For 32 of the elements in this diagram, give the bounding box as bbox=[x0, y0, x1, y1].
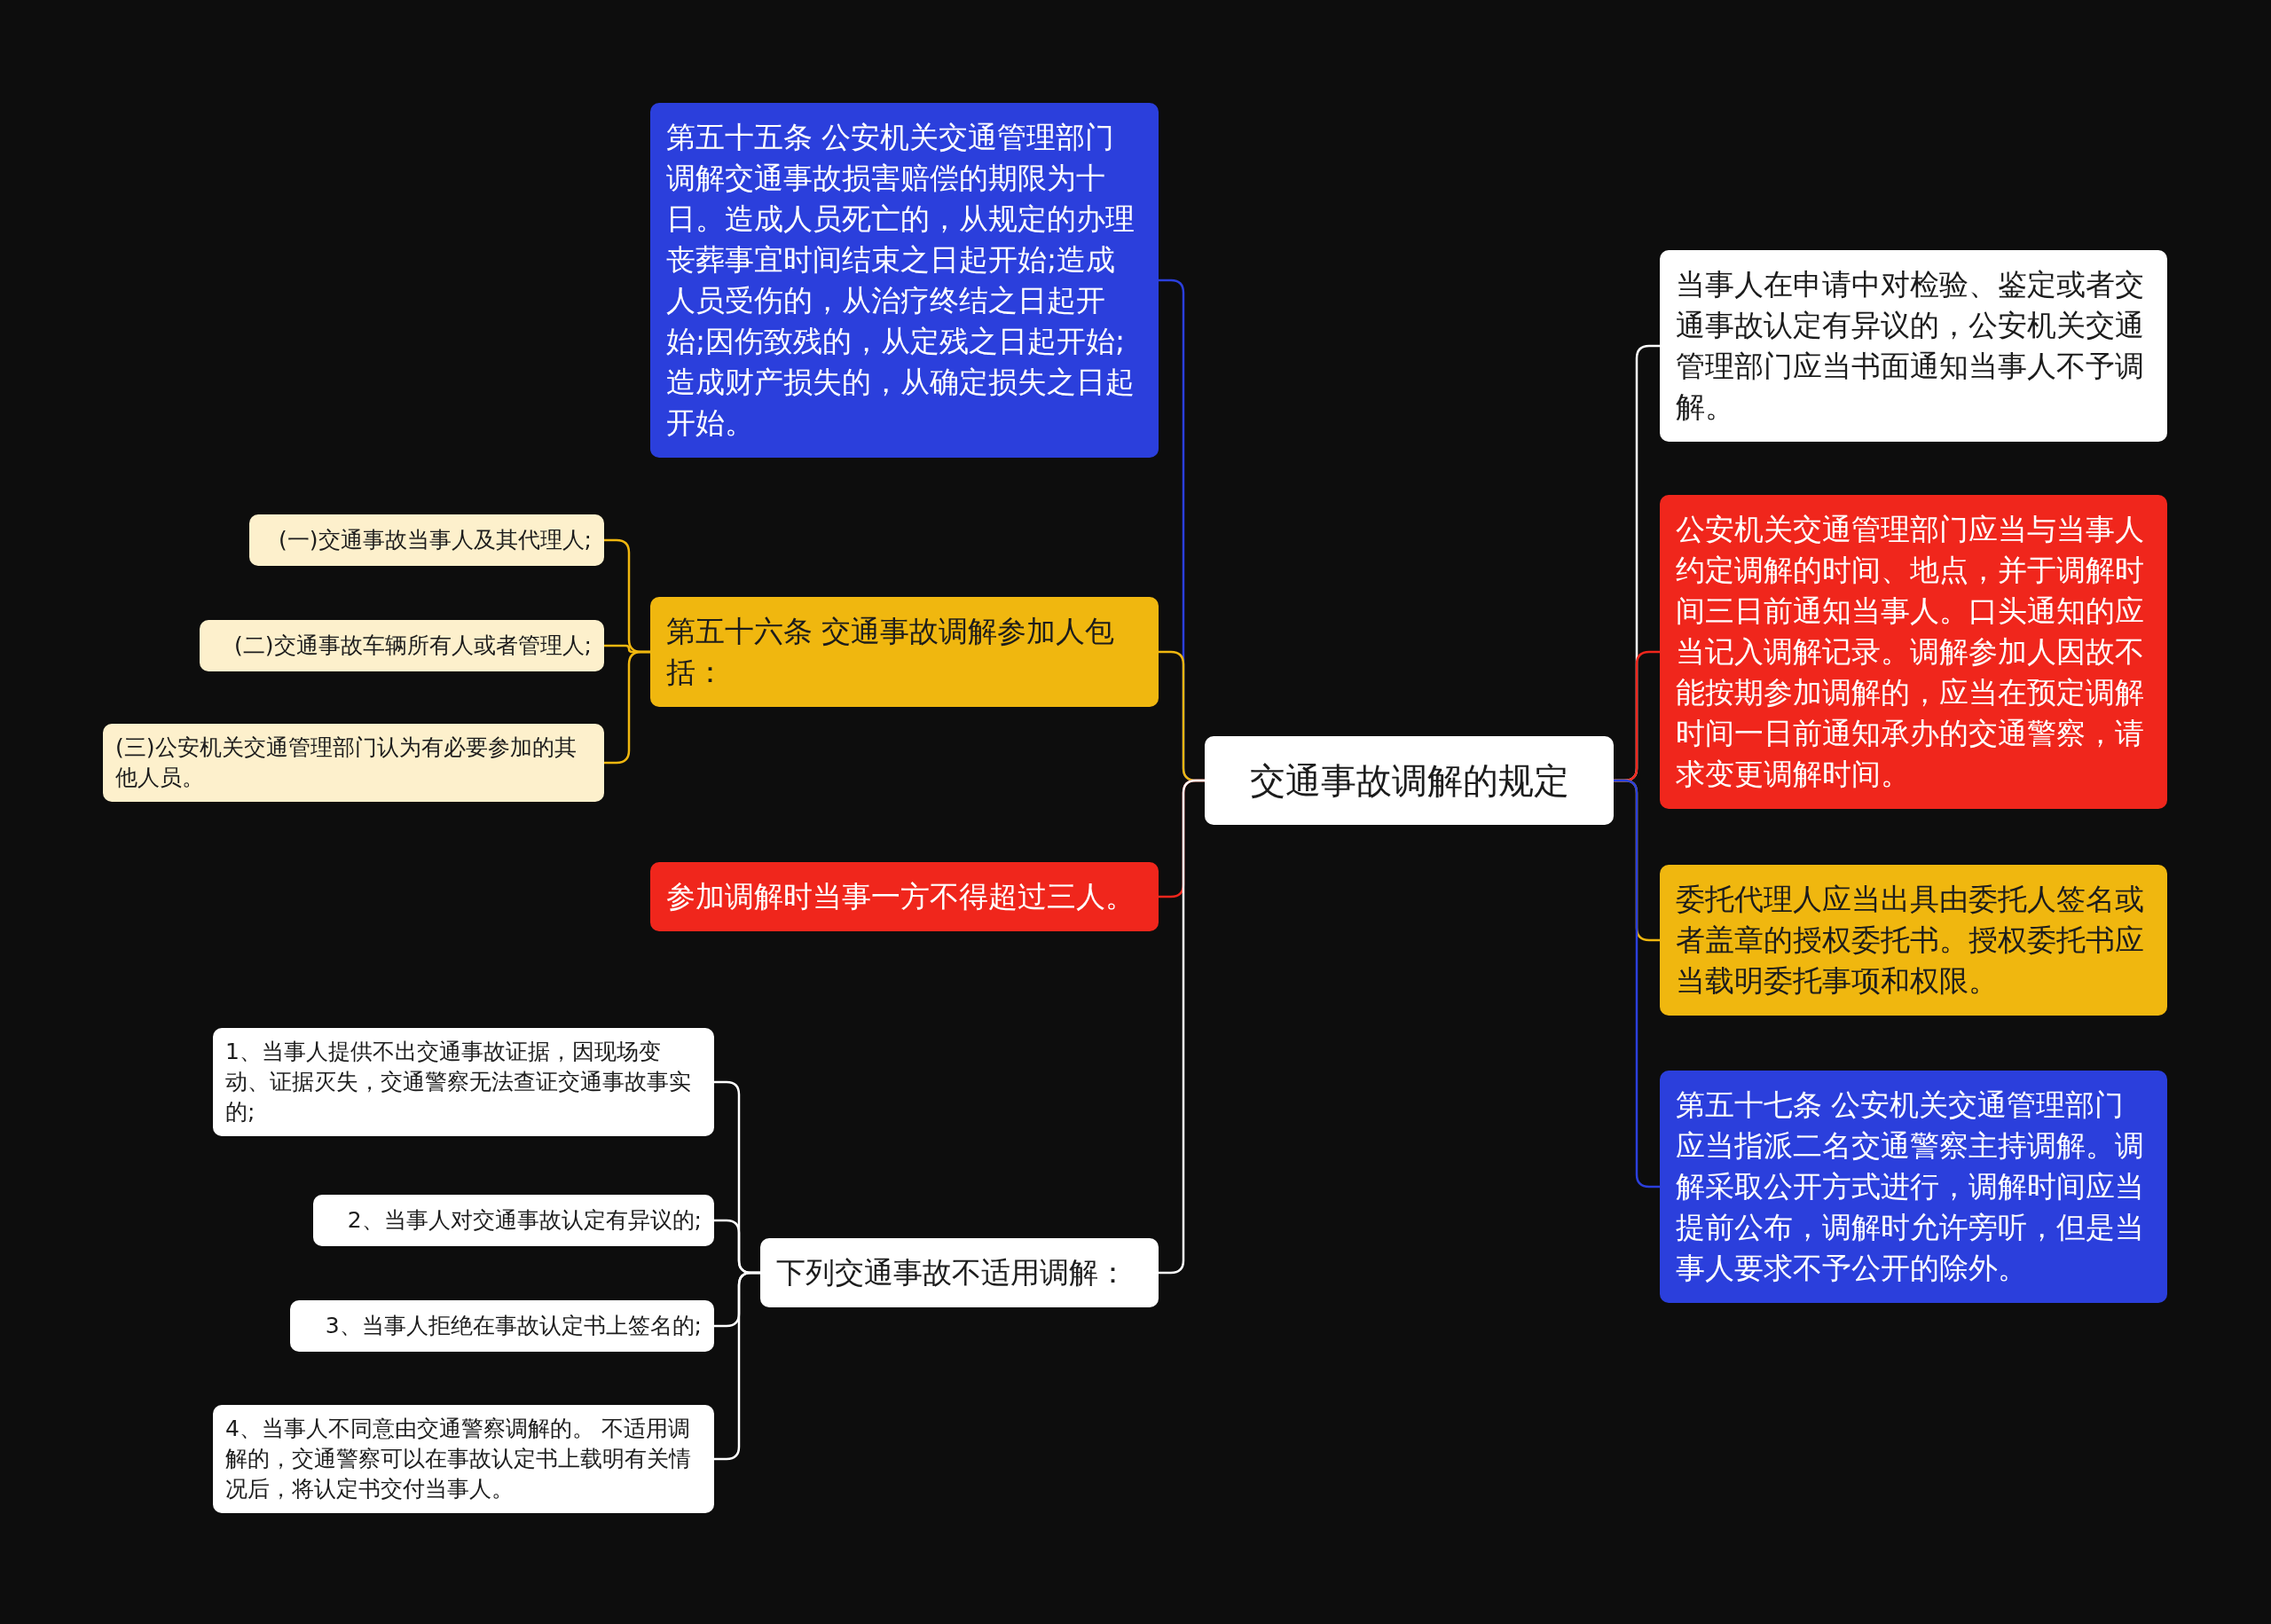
topic-text: 3、当事人拒绝在事故认定书上签名的; bbox=[324, 1312, 702, 1340]
topic-text: 第五十五条 公安机关交通管理部门调解交通事故损害赔偿的期限为十日。造成人员死亡的，从规定的办理丧葬事宜时间结束之日起开始;造成人员受伤的，从治疗终结之日起开始;因伤致残的，从定残之日起开始;造成财产损失的，从确定损失之日起开始。 bbox=[666, 119, 1136, 442]
topic-text: (一)交通事故当事人及其代理人; bbox=[278, 526, 592, 554]
topic-text: 当事人在申请中对检验、鉴定或者交通事故认定有异议的，公安机关交通管理部门应当书面通知当事人不予调解。 bbox=[1676, 266, 2145, 426]
central-topic bbox=[1205, 736, 1614, 825]
topic-text: 第五十七条 公安机关交通管理部门应当指派二名交通警察主持调解。调解采取公开方式进行，调解时间应当提前公布，调解时允许旁听，但是当事人要求不予公开的除外。 bbox=[1676, 1087, 2145, 1287]
topic-card bbox=[1660, 495, 2167, 809]
branch-topic bbox=[760, 1238, 1159, 1307]
topic-text: 参加调解时当事一方不得超过三人。 bbox=[666, 878, 1136, 915]
topic-card bbox=[1660, 250, 2167, 442]
topic-text: 第五十六条 交通事故调解参加人包括： bbox=[666, 613, 1116, 691]
topic-text: 2、当事人对交通事故认定有异议的; bbox=[346, 1206, 702, 1235]
topic-text: 1、当事人提供不出交通事故证据，因现场变动、证据灭失，交通警察无法查证交通事故事实的; bbox=[225, 1038, 692, 1126]
topic-card bbox=[313, 1195, 714, 1246]
topic-text: 委托代理人应当出具由委托人签名或者盖章的授权委托书。授权委托书应当载明委托事项和权限。 bbox=[1676, 881, 2145, 1000]
topic-text: (三)公安机关交通管理部门认为有必要参加的其他人员。 bbox=[115, 734, 578, 792]
topic-card bbox=[1660, 865, 2167, 1016]
topic-card bbox=[249, 514, 604, 566]
branch-topic bbox=[650, 597, 1159, 707]
topic-text: 下列交通事故不适用调解： bbox=[776, 1254, 1128, 1291]
topic-text: (二)交通事故车辆所有人或者管理人; bbox=[233, 632, 592, 660]
topic-card bbox=[103, 724, 604, 802]
topic-text: 交通事故调解的规定 bbox=[1248, 759, 1570, 803]
topic-card bbox=[650, 862, 1159, 931]
topic-card bbox=[650, 103, 1159, 458]
topic-card bbox=[213, 1028, 714, 1136]
topic-text: 4、当事人不同意由交通警察调解的。 不适用调解的，交通警察可以在事故认定书上载明有关情况后，将认定书交付当事人。 bbox=[225, 1415, 692, 1503]
topic-card bbox=[200, 620, 604, 671]
topic-card bbox=[290, 1300, 714, 1352]
topic-card bbox=[213, 1405, 714, 1513]
topic-text: 公安机关交通管理部门应当与当事人约定调解的时间、地点，并于调解时间三日前通知当事人。口头通知的应当记入调解记录。调解参加人因故不能按期参加调解的，应当在预定调解时间一日前通知承办的交通警察，请求变更调解时间。 bbox=[1676, 511, 2145, 793]
topic-card bbox=[1660, 1071, 2167, 1303]
